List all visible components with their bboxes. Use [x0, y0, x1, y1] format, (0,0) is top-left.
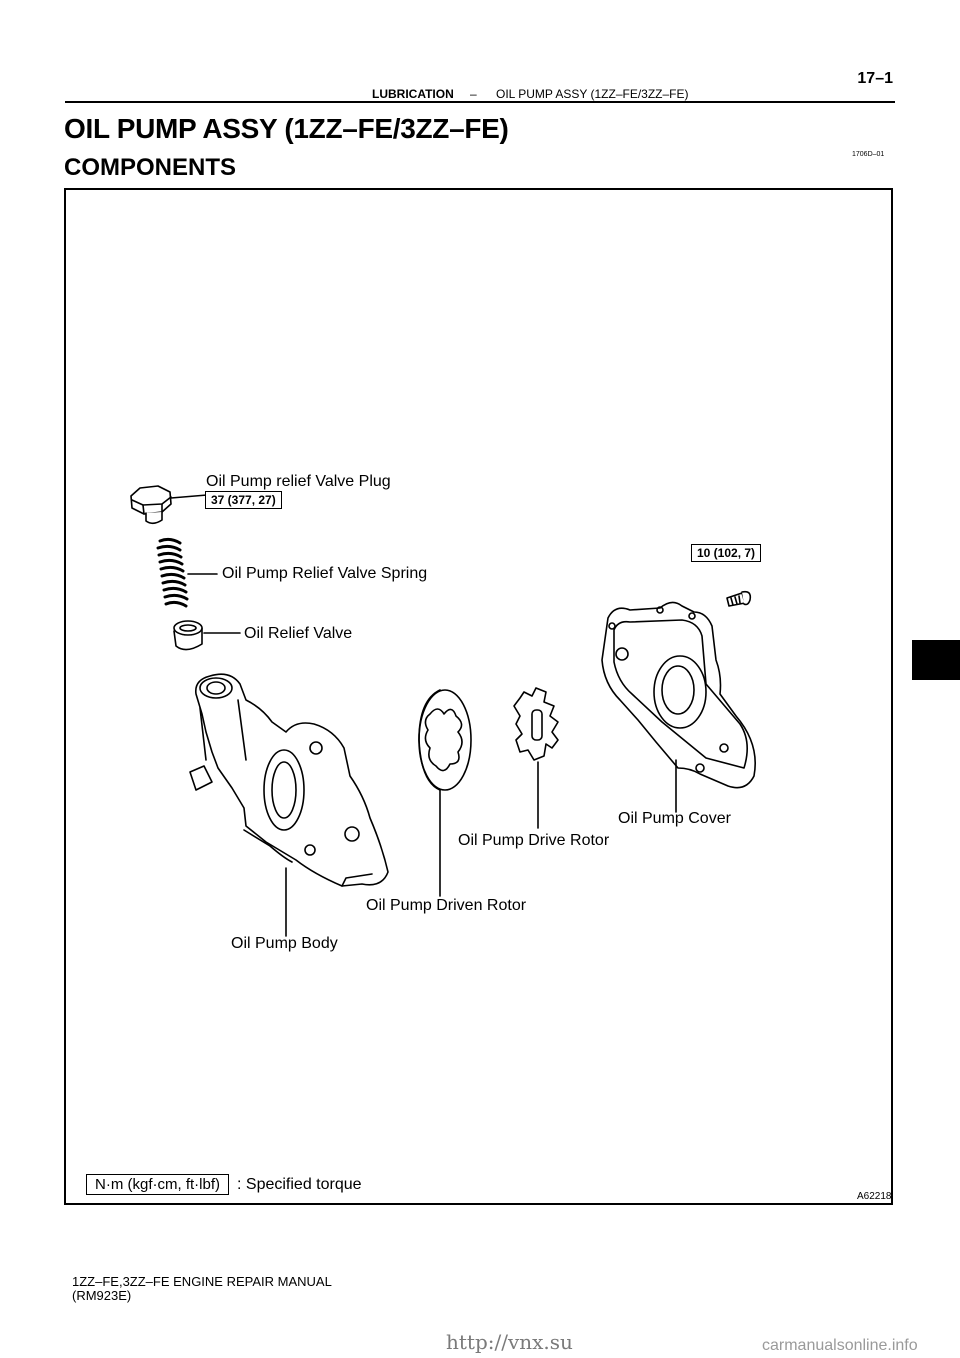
header-rule	[65, 101, 895, 103]
drive-rotor-part	[513, 687, 559, 829]
header-separator: –	[470, 87, 477, 101]
pump-cover-part	[601, 601, 756, 813]
cover-screw-part	[726, 590, 752, 607]
relief-spring-part	[156, 537, 218, 608]
section-tab-marker	[912, 640, 960, 680]
watermark-link[interactable]: http://vnx.su	[446, 1330, 573, 1354]
label-relief-valve: Oil Relief Valve	[244, 625, 353, 642]
footer-manual-title: 1ZZ–FE,3ZZ–FE ENGINE REPAIR MANUAL	[72, 1274, 332, 1289]
page-title: OIL PUMP ASSY (1ZZ–FE/3ZZ–FE)	[64, 113, 509, 144]
watermark-site: carmanualsonline.info	[762, 1337, 918, 1354]
footer-manual-code: (RM923E)	[72, 1288, 132, 1303]
torque-plug: 37 (377, 27)	[205, 491, 282, 509]
header-subsection: OIL PUMP ASSY (1ZZ–FE/3ZZ–FE)	[496, 87, 689, 101]
label-pump-cover: Oil Pump Cover	[618, 810, 731, 827]
driven-rotor-part	[418, 689, 472, 897]
torque-legend-text: : Specified torque	[237, 1176, 362, 1193]
label-driven-rotor: Oil Pump Driven Rotor	[366, 897, 527, 914]
relief-valve-part	[173, 620, 241, 651]
label-pump-body: Oil Pump Body	[231, 935, 338, 952]
torque-legend-box: N·m (kgf·cm, ft·lbf)	[86, 1174, 229, 1195]
page-number: 17–1	[857, 70, 893, 87]
doc-code: 1706D–01	[852, 151, 885, 158]
pump-body-part	[189, 673, 389, 937]
valve-plug-part	[130, 485, 208, 525]
label-relief-spring: Oil Pump Relief Valve Spring	[222, 565, 428, 582]
section-subtitle: COMPONENTS	[64, 154, 237, 181]
header-section: LUBRICATION	[372, 87, 454, 101]
label-drive-rotor: Oil Pump Drive Rotor	[458, 832, 610, 849]
label-valve-plug: Oil Pump relief Valve Plug	[206, 473, 391, 490]
figure-code: A62218	[857, 1191, 892, 1202]
torque-cover-screw: 10 (102, 7)	[691, 544, 762, 562]
figure-frame	[64, 188, 893, 1205]
